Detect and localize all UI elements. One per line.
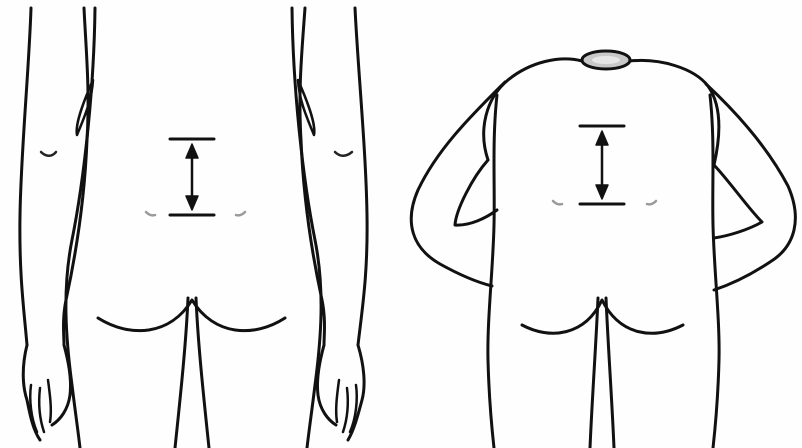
- dimple-right-bending: [647, 201, 656, 204]
- panel-standing-upright: [20, 8, 367, 448]
- dimple-left-standing: [146, 212, 155, 215]
- left-hand: [23, 345, 70, 440]
- measurement-arrow-standing: [170, 139, 214, 215]
- buttocks-bending: [522, 298, 683, 448]
- dimple-right-standing: [236, 212, 245, 215]
- back-outline-bending: [484, 59, 719, 448]
- head-top: [582, 51, 630, 69]
- right-hand: [317, 345, 364, 440]
- torso-outline-standing: [66, 8, 321, 448]
- buttocks-standing: [98, 298, 285, 448]
- measurement-arrow-bending: [580, 126, 624, 204]
- dimple-left-bending: [553, 201, 562, 204]
- left-bent-arm: [411, 82, 505, 286]
- panel-bending-forward: [411, 51, 795, 448]
- right-arm: [298, 8, 367, 345]
